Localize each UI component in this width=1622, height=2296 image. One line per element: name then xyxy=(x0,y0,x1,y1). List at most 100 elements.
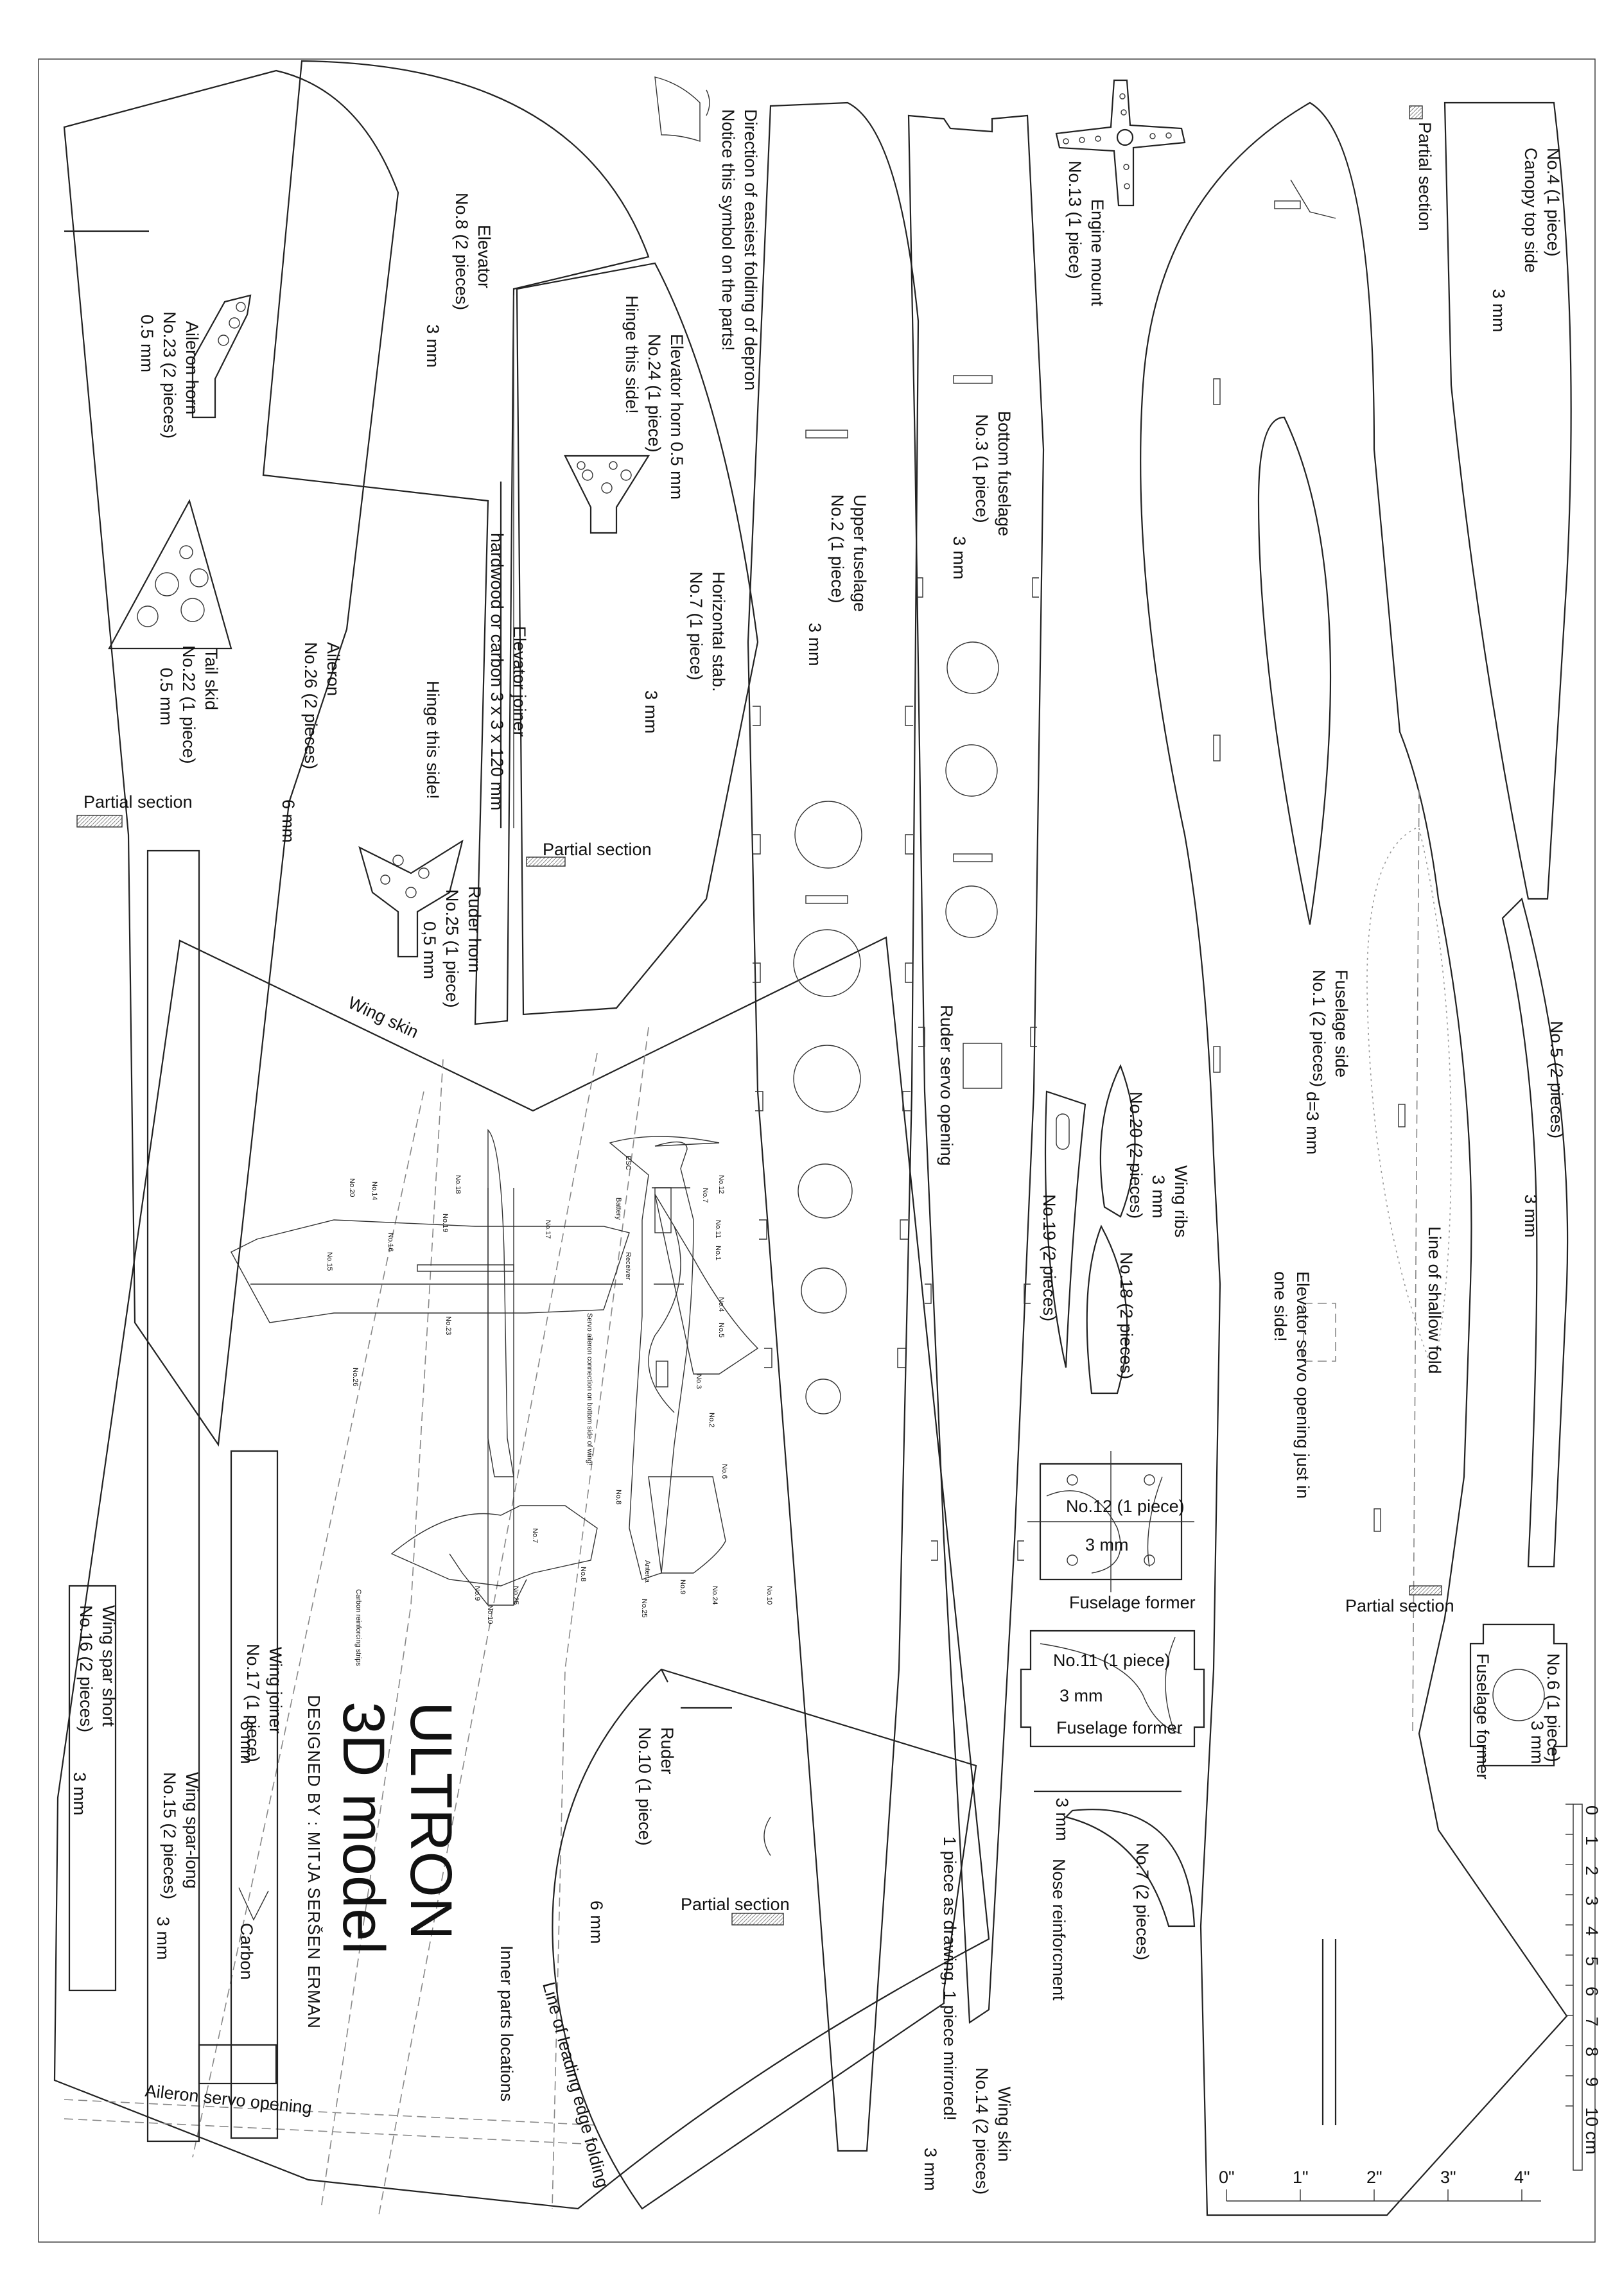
diagram-top-label-0: No.18 xyxy=(454,1175,462,1194)
canopy-top xyxy=(1443,101,1572,900)
joiner-thick: 6 mm xyxy=(237,1721,256,1764)
fuselage-side-name: Fuselage side xyxy=(1332,970,1351,1077)
diagram-side-label-5: No.5 xyxy=(717,1323,725,1337)
hstab-qty: No.7 (1 piece) xyxy=(686,571,706,681)
former12-qty: No.12 (1 piece) xyxy=(1066,1497,1185,1516)
wing-spar-long xyxy=(146,849,200,2143)
hstab-thick: 3 mm xyxy=(641,690,661,734)
ruder-name: Ruder xyxy=(658,1727,677,1775)
legend-fold-line1: Direction of easiest folding of depron xyxy=(741,109,760,390)
diagram-side-label-0: No.12 xyxy=(717,1175,725,1194)
partial-section-hatch-4 xyxy=(1409,1585,1442,1596)
partial-section-hatch-1 xyxy=(76,815,123,828)
bottom-fuselage xyxy=(907,114,1045,2024)
elevator-horn xyxy=(564,455,650,534)
wing-skin-label: Wing skin xyxy=(345,993,421,1042)
diagram-side-label-6: No.3 xyxy=(695,1374,702,1389)
diagram-stab-label-3: No.10 xyxy=(486,1605,494,1624)
ruder-horn-qty: No.25 (1 piece) xyxy=(442,889,462,1008)
inner-parts-side-view xyxy=(609,1136,759,1580)
diagram-stab-label-4: No.25 xyxy=(512,1586,519,1605)
former-no6 xyxy=(1469,1623,1568,1767)
former11-qty: No.11 (1 piece) xyxy=(1053,1651,1171,1670)
title-ultron: ULTRON xyxy=(398,1701,464,1940)
nose-thick: 3 mm xyxy=(1052,1798,1072,1841)
aileron-servo-label: Aileron servo opening xyxy=(144,2081,313,2118)
former11-thick: 3 mm xyxy=(1060,1686,1103,1705)
diagram-top-label-1: No.14 xyxy=(371,1181,378,1200)
scale-cm xyxy=(1565,1804,1583,2171)
hstab-name: Horizontal stab. xyxy=(709,571,728,692)
wing-ribs-name: Wing ribs xyxy=(1171,1165,1190,1238)
scale-cm-label-7: 7 xyxy=(1582,2017,1601,2026)
former11-name: Fuselage former xyxy=(1056,1718,1183,1737)
elevator-horn-name: Elevator horn 0.5 mm xyxy=(667,334,686,500)
shallow-fold-label: Line of shallow fold xyxy=(1425,1226,1444,1374)
ruder-horn-note: Hinge this side! xyxy=(423,681,442,799)
elevator-thick: 3 mm xyxy=(423,324,442,368)
diagram-side-label-12: No.25 xyxy=(640,1599,648,1617)
nose-name: Nose reinforcment xyxy=(1049,1859,1068,2001)
former-no11 xyxy=(1020,1630,1205,1748)
elevator-outline xyxy=(262,60,650,1025)
scale-cm-label-6: 6 xyxy=(1582,1987,1601,1996)
joiner-material: Carbon xyxy=(237,1923,256,1980)
former12-thick: 3 mm xyxy=(1085,1535,1129,1554)
diagram-top-label-4: No.19 xyxy=(441,1213,449,1232)
diagram-side-label-2: No.11 xyxy=(714,1220,722,1239)
diagram-top-label-7: No.23 xyxy=(444,1316,452,1335)
engine-mount-name: Engine mount xyxy=(1088,199,1107,306)
diagram-top-label-2: No.20 xyxy=(348,1178,356,1197)
former6-thick: 3 mm xyxy=(1528,1721,1547,1764)
scale-cm-label-4: 4 xyxy=(1582,1926,1601,1936)
diagram-side-label-3: No.1 xyxy=(714,1246,722,1260)
inner-parts-label: Inner parts locations xyxy=(497,1945,516,2101)
title-3d-model: 3D model xyxy=(331,1701,396,1954)
partial-section-label-2: Partial section xyxy=(543,840,652,859)
bottom-fuselage-name: Bottom fuselage xyxy=(995,411,1014,536)
tail-skid-thick: 0.5 mm xyxy=(157,668,176,726)
scale-cm-label-5: 5 xyxy=(1582,1956,1601,1966)
partial-section-hatch-2 xyxy=(526,857,566,867)
legend-fold-line2: Notice this symbol on the parts! xyxy=(719,109,738,351)
diagram-top-label-3: No.17 xyxy=(544,1220,552,1239)
diagram-side-label-10: No.24 xyxy=(711,1586,719,1605)
joiner-name: Wing joiner xyxy=(266,1647,285,1734)
diagram-side-label-9: No.8 xyxy=(615,1490,622,1504)
fuselage-side-qty: No.1 (2 pieces) xyxy=(1309,970,1329,1087)
aileron-horn-name: Aileron horn xyxy=(182,321,202,415)
elevator-joiner-name: Elevator joiner xyxy=(510,626,529,737)
diagram-component-label-2: Receiver xyxy=(624,1252,632,1280)
spar-long-thick: 3 mm xyxy=(153,1917,173,1960)
elevator-qty: No.8 (2 pieces) xyxy=(452,193,471,310)
wing-skin-thick: 3 mm xyxy=(921,2148,940,2191)
spar-short-name: Wing spar short xyxy=(99,1605,118,1727)
spar-short-qty: No.16 (2 pieces) xyxy=(76,1605,96,1732)
wing-joiner xyxy=(230,1450,279,2139)
partial-section-label-5: Partial section xyxy=(1415,122,1435,231)
no5-name: No.5 (2 pieces) xyxy=(1547,1021,1566,1138)
upper-fuselage-name: Upper fuselage xyxy=(850,494,869,612)
horizontal-stab-outline xyxy=(516,262,759,1016)
diagram-side-label-1: No.7 xyxy=(701,1188,709,1203)
tail-skid-qty: No.22 (1 piece) xyxy=(179,645,198,764)
scale-inch-label-1: 1" xyxy=(1293,2168,1309,2187)
wing-skin-outline xyxy=(53,936,990,2210)
upper-fuselage xyxy=(747,101,920,2152)
scale-inch-label-2: 2" xyxy=(1366,2168,1382,2187)
elevator-joiner-spec: hardwood or carbon 3 x 3 x 120 mm xyxy=(487,533,507,810)
diagram-stab-label-2: No.8 xyxy=(579,1567,587,1581)
diagram-side-label-13: No.9 xyxy=(679,1579,686,1594)
former6-qty: No.6 (1 piece) xyxy=(1544,1653,1563,1762)
ruder-horn xyxy=(358,839,464,958)
tail-skid xyxy=(108,499,232,650)
aileron-thick: 6 mm xyxy=(279,799,298,843)
canopy-thick: 3 mm xyxy=(1489,289,1508,333)
former6-name: Fuselage former xyxy=(1473,1653,1492,1780)
spar-long-name: Wing spar-long xyxy=(182,1772,202,1889)
aileron-outline xyxy=(63,69,399,1447)
designer-credit: DESIGNED BY : MITJA SERŠEN ERMAN xyxy=(304,1695,324,2029)
canopy-name: No.4 (1 piece) xyxy=(1544,148,1563,257)
bottom-fuselage-qty: No.3 (1 piece) xyxy=(972,414,991,523)
wing-skin-qty: No.14 (2 pieces) xyxy=(972,2067,991,2195)
